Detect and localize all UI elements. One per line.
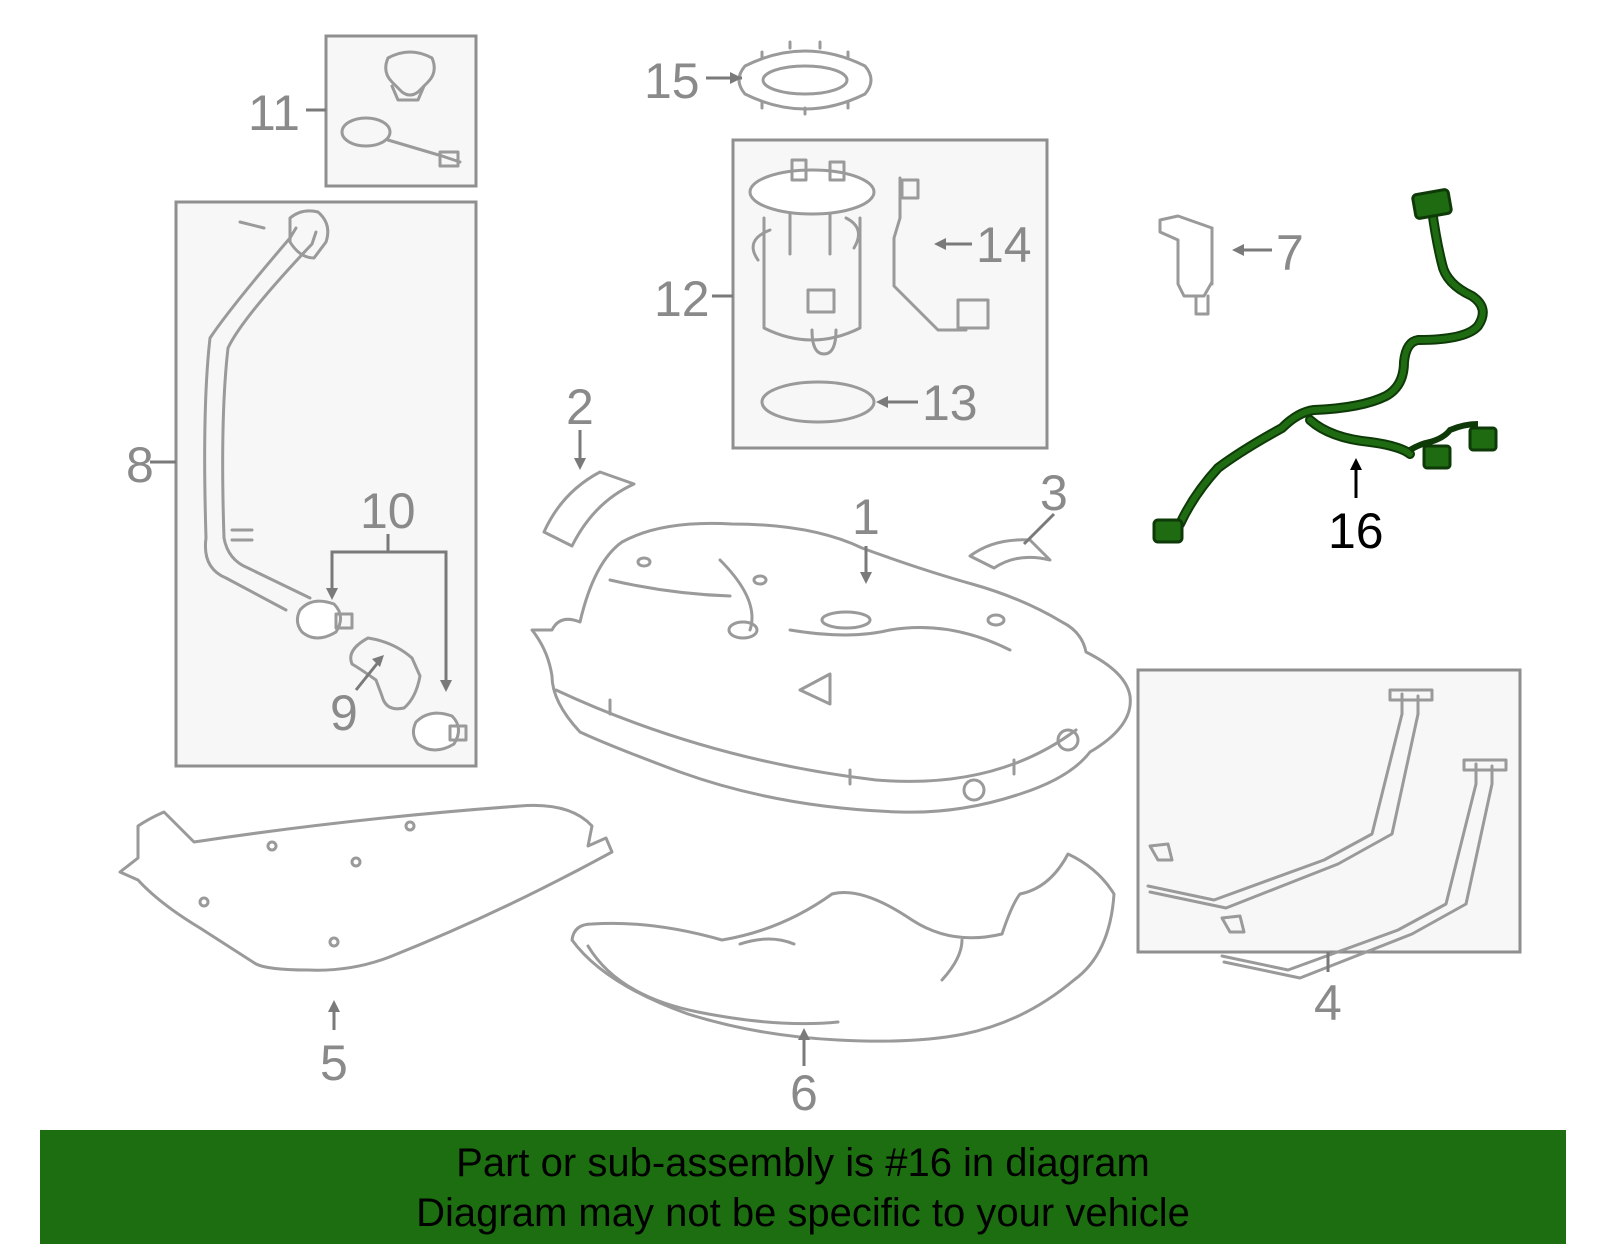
part-1-fuel-tank [530,521,1132,814]
group-box-4 [1136,668,1522,980]
callout-15: 15 [644,53,700,109]
callout-6: 6 [790,1065,818,1121]
part-3-shield [968,538,1052,570]
callout-16: 16 [1328,503,1384,559]
group-box-11 [324,34,478,188]
banner-line-1: Part or sub-assembly is #16 in diagram [456,1141,1150,1185]
callout-11: 11 [248,85,300,141]
callout-4: 4 [1314,975,1342,1031]
banner-line-2: Diagram may not be specific to your vehi… [416,1191,1190,1235]
part-2-shield [542,470,636,548]
part-5-heat-shield [118,803,614,972]
info-banner: Part or sub-assembly is #16 in diagram D… [40,1130,1566,1244]
part-16-wiring-harness [1152,188,1498,544]
callout-9: 9 [330,685,358,741]
part-6-shield [570,852,1116,1043]
callout-13: 13 [922,375,978,431]
callout-10: 10 [360,483,416,539]
callout-5: 5 [320,1035,348,1091]
callout-1: 1 [852,489,880,545]
callout-8: 8 [126,437,154,493]
callout-14: 14 [976,217,1032,273]
callout-2: 2 [566,379,594,435]
callout-7: 7 [1276,225,1304,281]
leader-9 [354,659,382,691]
callout-3: 3 [1040,465,1068,521]
part-15-lock-ring [737,40,873,116]
group-box-12 [731,138,1049,450]
leader-3 [1022,512,1056,546]
callout-12: 12 [654,271,710,327]
part-7-bracket [1158,214,1214,316]
group-box-8 [174,200,478,768]
